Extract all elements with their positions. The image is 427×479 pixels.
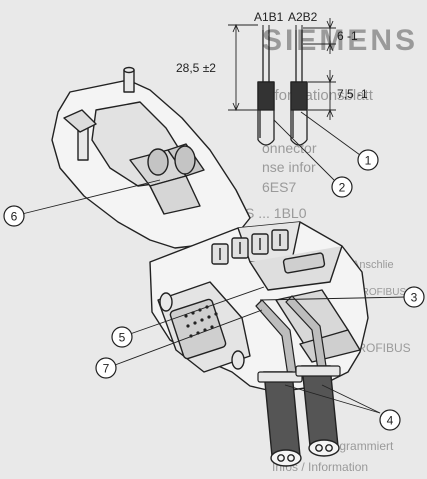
- leader-lines: [21, 111, 407, 414]
- wire-a1b1-shield: [257, 81, 275, 111]
- svg-text:6: 6: [11, 210, 18, 224]
- strain-relief-clamps: [257, 365, 341, 383]
- leader-4a: [284, 384, 381, 414]
- dimension-core-strip: [303, 18, 336, 54]
- svg-text:2: 2: [339, 181, 346, 195]
- wire-label-a1b1: A1B1: [254, 10, 284, 24]
- leader-2: [273, 119, 335, 181]
- cable-left-end: [270, 449, 302, 467]
- dsub-screw-right: [231, 350, 245, 370]
- leader-3: [259, 296, 407, 301]
- bg-text-heading: Informationsblatt: [262, 87, 374, 104]
- leader-1: [300, 111, 361, 156]
- svg-text:4: 4: [387, 414, 394, 428]
- terminal-screws: [211, 229, 289, 265]
- cover-pin: [123, 69, 135, 93]
- svg-text:1: 1: [365, 154, 372, 168]
- leader-7: [114, 309, 263, 366]
- svg-text:3: 3: [411, 291, 418, 305]
- wire-a2b2-shield: [290, 81, 308, 111]
- wire-label-a2b2: A2B2: [288, 10, 318, 24]
- background-document-text: SIEMENS Informationsblatt onnector nse i…: [245, 24, 418, 474]
- callout-4: 4: [379, 409, 401, 431]
- dimension-label-strip-length: 28,5 ±2: [176, 61, 216, 75]
- shield-clamp-plates: [129, 143, 205, 215]
- leader-5: [129, 286, 265, 335]
- termination-switch: [282, 252, 326, 274]
- bg-text-line-7: FROFIBUS: [350, 341, 411, 355]
- cable-right-end: [308, 439, 340, 457]
- bg-text-line-6: PROFIBUS: [355, 287, 406, 298]
- dimension-strip-length: [228, 23, 258, 112]
- callout-3: 3: [403, 286, 425, 308]
- svg-text:5: 5: [119, 331, 126, 345]
- bg-text-line-5: Anschlie: [352, 259, 394, 271]
- callout-1: 1: [357, 149, 379, 171]
- wire-strip-detail: [228, 18, 336, 146]
- leader-4b: [321, 384, 381, 414]
- cables: [263, 365, 340, 467]
- bg-text-line-1: onnector: [262, 140, 317, 156]
- dsub-screw-left: [159, 292, 173, 312]
- callout-5: 5: [111, 326, 133, 348]
- callout-7: 7: [95, 357, 117, 379]
- wire-a2b2: [290, 30, 308, 146]
- dimension-label-shield-strip: 7,5 -1: [337, 87, 368, 101]
- bg-text-line-2: nse infor: [262, 159, 316, 175]
- wire-a1b1: [257, 30, 275, 146]
- bg-text-line-3: 6ES7: [262, 179, 296, 195]
- callout-2: 2: [331, 176, 353, 198]
- dimension-shield-strip: [308, 70, 336, 120]
- dimension-label-core-strip: 6 -1: [337, 29, 358, 43]
- callouts: 1 2 3 4 5 6 7: [3, 149, 425, 431]
- callout-6: 6: [3, 205, 25, 227]
- bg-text-line-8: programmiert: [322, 439, 394, 453]
- leader-6: [21, 179, 161, 215]
- dsub-face: [169, 298, 227, 360]
- bg-text-brand: SIEMENS: [262, 24, 418, 57]
- bg-text-line-4: S ... 1BL0: [245, 205, 307, 221]
- svg-text:7: 7: [103, 362, 110, 376]
